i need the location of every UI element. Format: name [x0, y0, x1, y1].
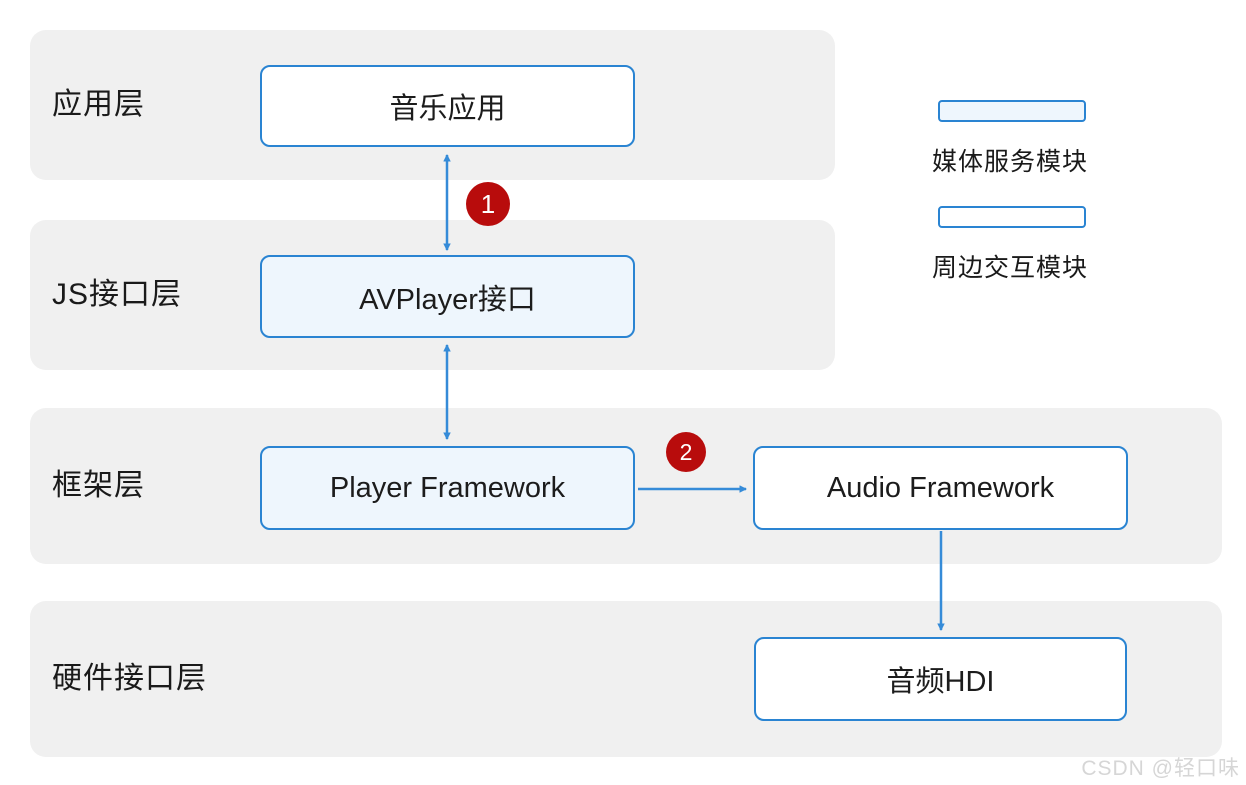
node-player-framework-label: Player Framework [329, 471, 566, 504]
legend-swatch-media-service [938, 100, 1086, 122]
legend-swatch-peripheral [938, 206, 1086, 228]
node-audio-framework-label: Audio Framework [826, 471, 1055, 504]
node-avplayer-api: AVPlayer接口 [260, 255, 635, 338]
node-audio-hdi-label: 音频HDI [886, 666, 995, 698]
node-audio-hdi: 音频HDI [754, 637, 1127, 721]
layer-label-framework: 框架层 [52, 469, 145, 502]
step-badge-2: 2 [666, 432, 706, 472]
step-badge-1: 1 [466, 182, 510, 226]
node-avplayer-api-label: AVPlayer接口 [359, 283, 536, 316]
node-player-framework: Player Framework [260, 446, 635, 530]
node-music-app: 音乐应用 [260, 65, 635, 147]
watermark: CSDN @轻口味 [1081, 757, 1240, 780]
layer-label-app: 应用层 [52, 88, 145, 121]
layer-label-js: JS接口层 [52, 278, 183, 311]
node-audio-framework: Audio Framework [753, 446, 1128, 530]
step-badge-2-label: 2 [679, 438, 693, 465]
step-badge-1-label: 1 [480, 188, 496, 219]
legend-label-peripheral: 周边交互模块 [932, 254, 1089, 282]
node-music-app-label: 音乐应用 [389, 93, 506, 125]
legend-label-media-service: 媒体服务模块 [932, 148, 1089, 176]
layer-label-hardware: 硬件接口层 [52, 662, 207, 695]
